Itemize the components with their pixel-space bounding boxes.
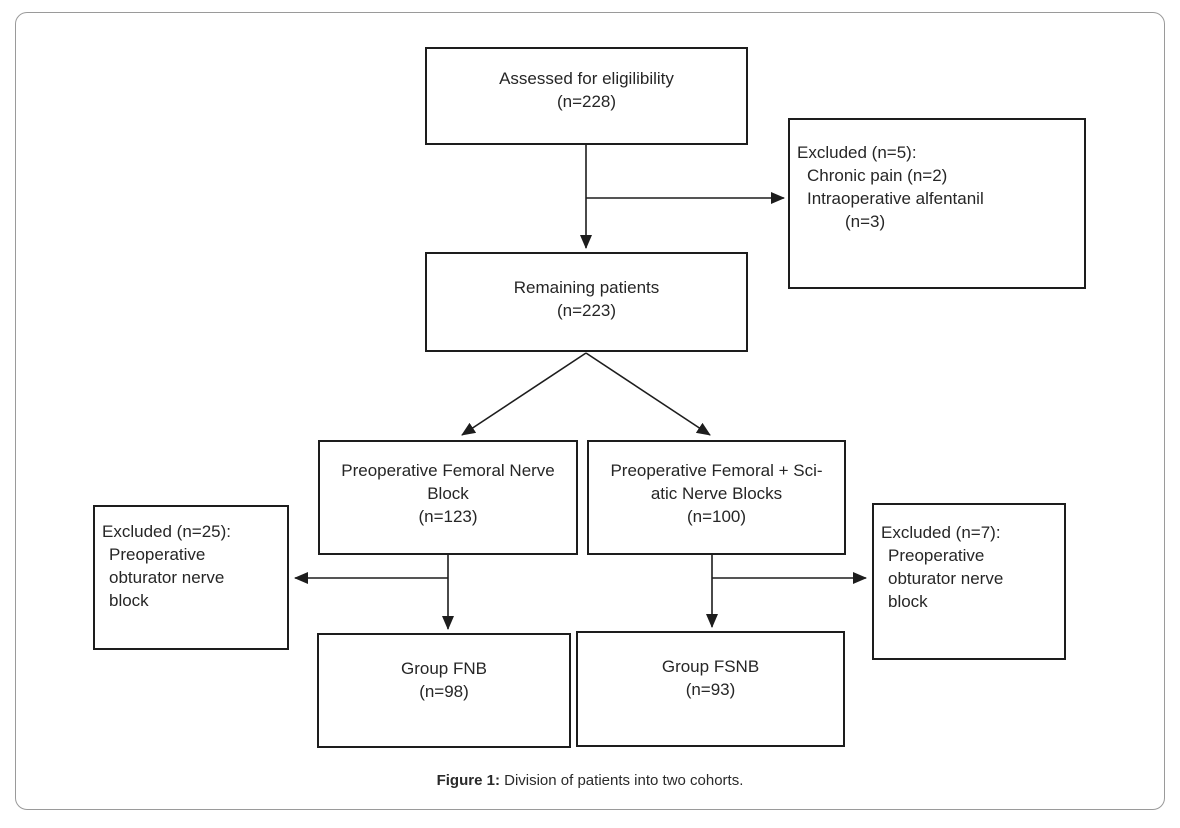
fnb-branch-line1: Preoperative Femoral Nerve bbox=[341, 461, 555, 480]
assessed-count: (n=228) bbox=[556, 92, 617, 111]
group-fsnb-line1: Group FSNB bbox=[661, 657, 760, 676]
excluded-right-line3: obturator nerve bbox=[888, 569, 1004, 588]
flow-box-excluded-right: Excluded (n=7): Preoperative obturator n… bbox=[872, 503, 1066, 660]
excluded-top-line1: Excluded (n=5): bbox=[797, 143, 917, 162]
excluded-left-line1: Excluded (n=25): bbox=[102, 522, 231, 541]
figure-caption-text: Division of patients into two cohorts. bbox=[499, 772, 744, 789]
excluded-right-line1: Excluded (n=7): bbox=[881, 523, 1001, 542]
excluded-right-line4: block bbox=[888, 592, 928, 611]
excluded-top-line4: (n=3) bbox=[845, 212, 886, 231]
assessed-line1: Assessed for eligilibility bbox=[499, 69, 674, 88]
excluded-left-line3: obturator nerve bbox=[109, 568, 225, 587]
flow-box-fsnb-branch: Preoperative Femoral + Sci- atic Nerve B… bbox=[587, 440, 846, 555]
excluded-top-line3: Intraoperative alfentanil bbox=[807, 189, 984, 208]
group-fnb-line1: Group FNB bbox=[401, 659, 487, 678]
flow-box-excluded-left: Excluded (n=25): Preoperative obturator … bbox=[93, 505, 289, 650]
flow-box-assessed: Assessed for eligilibility (n=228) bbox=[425, 47, 748, 145]
flow-box-fnb-branch: Preoperative Femoral Nerve Block (n=123) bbox=[318, 440, 578, 555]
fnb-branch-line2: Block bbox=[427, 484, 469, 503]
fsnb-branch-line1: Preoperative Femoral + Sci- bbox=[610, 461, 823, 480]
fsnb-branch-line2: atic Nerve Blocks bbox=[650, 484, 783, 503]
figure-caption: Figure 1: Division of patients into two … bbox=[0, 771, 1180, 791]
remaining-line1: Remaining patients bbox=[513, 278, 660, 297]
flow-box-excluded-top: Excluded (n=5): Chronic pain (n=2) Intra… bbox=[788, 118, 1086, 289]
excluded-left-line4: block bbox=[109, 591, 149, 610]
flow-box-group-fnb: Group FNB (n=98) bbox=[317, 633, 571, 748]
remaining-count: (n=223) bbox=[556, 301, 617, 320]
fsnb-branch-count: (n=100) bbox=[686, 507, 747, 526]
group-fsnb-count: (n=93) bbox=[685, 680, 736, 699]
flow-box-remaining: Remaining patients (n=223) bbox=[425, 252, 748, 352]
group-fnb-count: (n=98) bbox=[419, 682, 469, 701]
excluded-right-line2: Preoperative bbox=[888, 546, 985, 565]
excluded-left-line2: Preoperative bbox=[109, 545, 206, 564]
figure-caption-label: Figure 1: bbox=[436, 772, 500, 789]
flow-box-group-fsnb: Group FSNB (n=93) bbox=[576, 631, 845, 747]
excluded-top-line2: Chronic pain (n=2) bbox=[807, 166, 948, 185]
fnb-branch-count: (n=123) bbox=[418, 507, 478, 526]
